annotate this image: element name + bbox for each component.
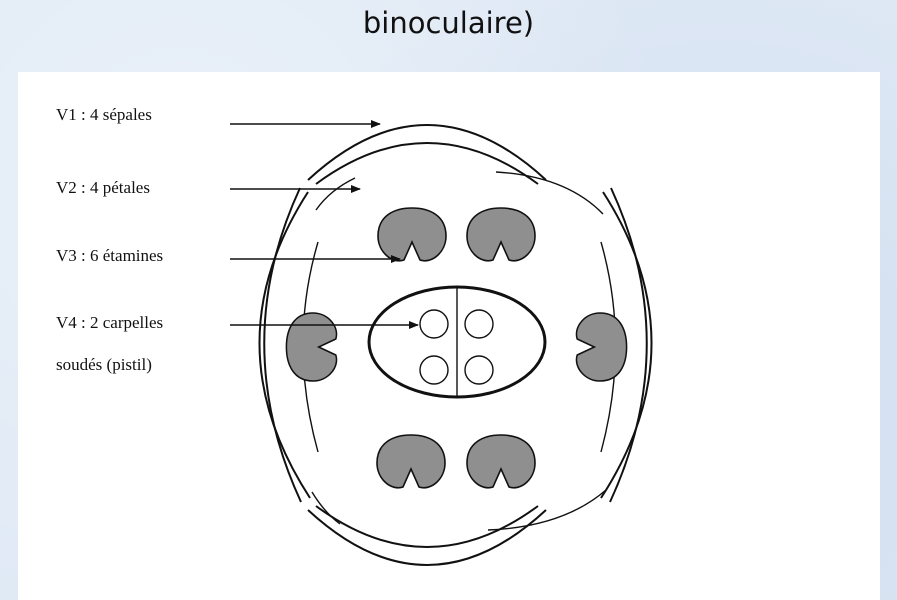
petal-top-left [316,178,355,210]
stamen-top-right [467,208,535,261]
stamen-bottom-right [467,435,535,488]
label-v4-pistil: soudés (pistil) [56,355,152,375]
petal-bottom-right [488,490,606,530]
label-v3-stamens: V3 : 6 étamines [56,246,163,266]
ovule [420,356,448,384]
label-v2-petals: V2 : 4 pétales [56,178,150,198]
stamen-top-left [378,208,446,261]
petal-whorl [303,172,616,530]
floral-diagram-panel: V1 : 4 sépales V2 : 4 pétales V3 : 6 éta… [18,72,880,600]
sepal-bottom [308,506,546,565]
petal-top-right [496,172,603,214]
ovule [465,356,493,384]
pistil [369,287,545,397]
label-v4-carpels: V4 : 2 carpelles [56,313,163,333]
floral-diagram [18,72,880,600]
stamen-right [576,313,626,381]
stamen-bottom-left [377,435,445,488]
page-heading: binoculaire) [0,0,897,60]
ovule [420,310,448,338]
ovule [465,310,493,338]
label-v1-sepals: V1 : 4 sépales [56,105,152,125]
sepal-top [308,125,546,184]
stamen-left [286,313,336,381]
